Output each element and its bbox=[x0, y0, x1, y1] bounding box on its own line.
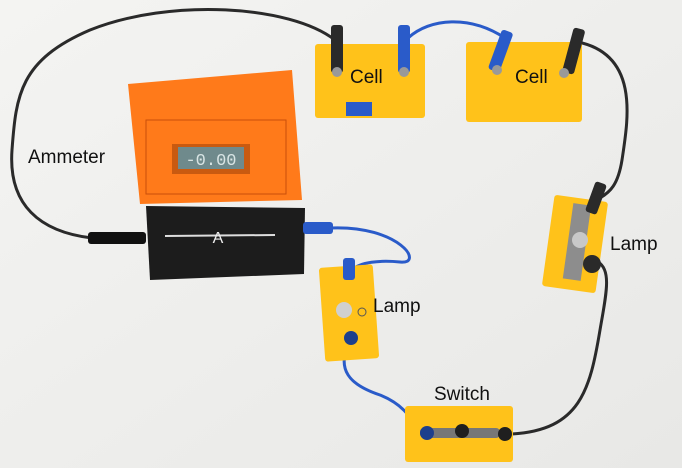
lamp-right bbox=[542, 181, 608, 293]
switch-label: Switch bbox=[434, 384, 490, 405]
ammeter-scale-line bbox=[164, 234, 276, 237]
blue-wire-ammeter-to-lamp bbox=[328, 226, 411, 272]
cell-2-label: Cell bbox=[515, 67, 548, 88]
ammeter: -0.00 A bbox=[88, 70, 333, 280]
black-wire-ammeter-to-cell bbox=[10, 8, 337, 240]
ammeter-top-housing bbox=[128, 70, 302, 204]
ammeter-base bbox=[146, 206, 305, 280]
blue-wire-between-cells bbox=[406, 20, 507, 40]
ammeter-panel-outline bbox=[145, 119, 287, 195]
cell-2 bbox=[466, 27, 585, 122]
black-wire-switch-to-lamp bbox=[510, 260, 609, 436]
ammeter-reading: -0.00 bbox=[185, 152, 236, 171]
blue-plug bbox=[303, 222, 333, 234]
switch bbox=[405, 406, 513, 462]
black-plug bbox=[88, 232, 146, 244]
ammeter-label: Ammeter bbox=[28, 147, 106, 168]
cell-1-label: Cell bbox=[350, 67, 383, 88]
black-wire-cell-to-lamp bbox=[576, 40, 629, 200]
lamp-lower bbox=[318, 258, 380, 362]
lamp-lower-label: Lamp bbox=[373, 296, 421, 317]
lcd-display bbox=[178, 147, 244, 169]
lamp-right-label: Lamp bbox=[610, 234, 658, 255]
ammeter-symbol: A bbox=[213, 230, 224, 247]
wires bbox=[10, 8, 629, 436]
cell-1 bbox=[315, 25, 425, 118]
